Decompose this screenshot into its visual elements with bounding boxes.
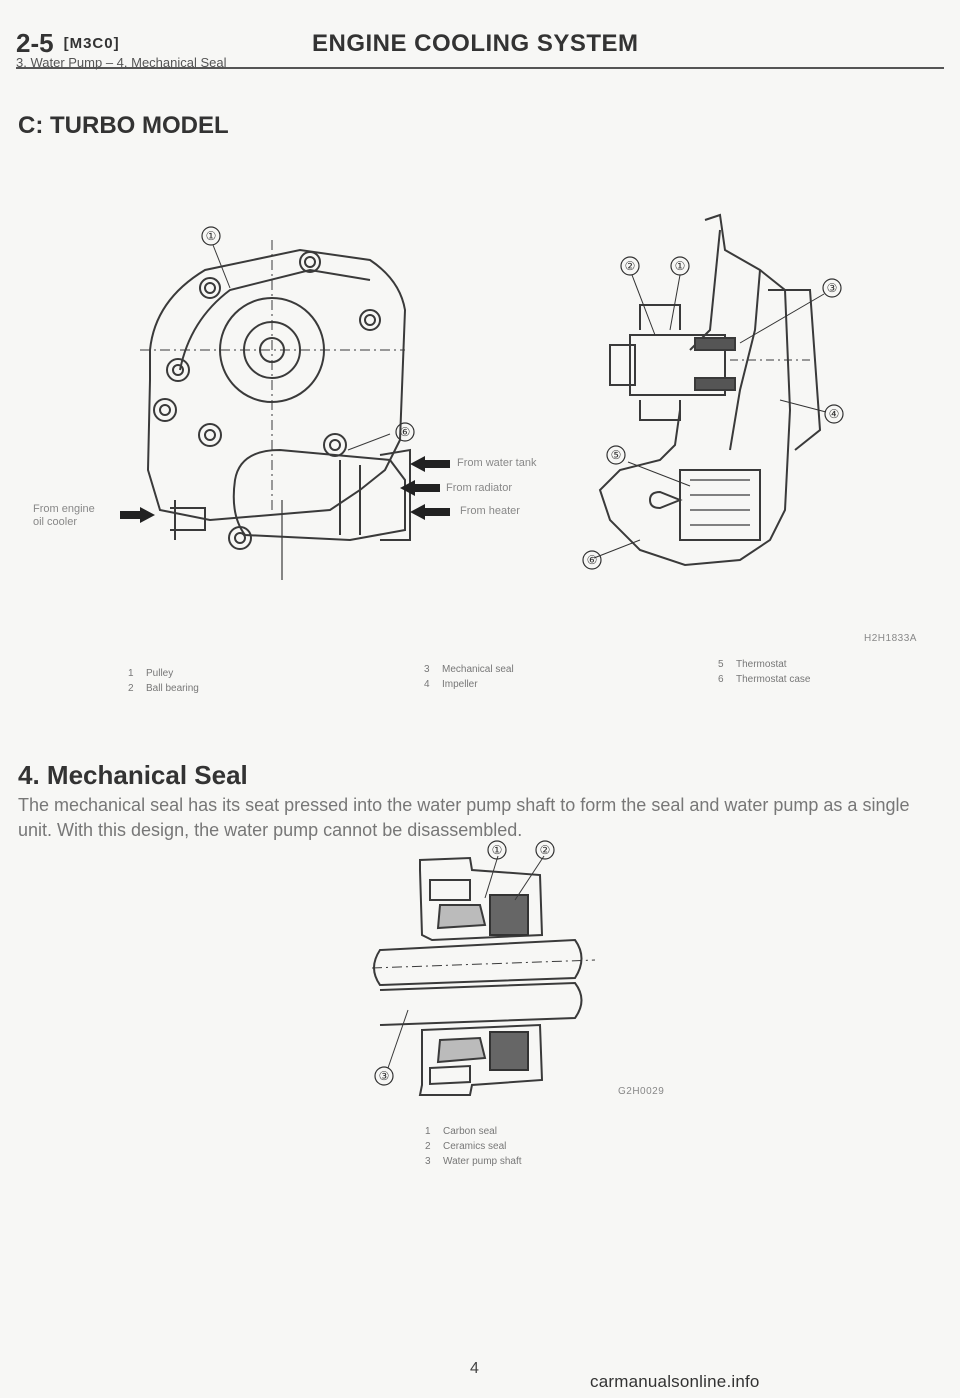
breadcrumb: 3. Water Pump – 4. Mechanical Seal — [16, 55, 227, 70]
section-code: 2-5 — [16, 28, 54, 58]
callout-right-6: ⑥ — [587, 553, 598, 567]
section-c-heading: C: TURBO MODEL — [18, 112, 229, 139]
legend-text: Water pump shaft — [443, 1156, 522, 1167]
label-from-water-tank: From water tank — [457, 457, 537, 469]
callout-right-2: ② — [625, 259, 636, 273]
legend-text: Ball bearing — [146, 683, 199, 694]
legend-col-2: 3 Mechanical seal 4 Impeller — [424, 662, 514, 692]
callout-left-6: ⑥ — [400, 425, 411, 439]
legend-text: Thermostat case — [736, 674, 811, 685]
label-from-engine-line1: From engine — [33, 503, 95, 515]
label-from-radiator: From radiator — [446, 482, 513, 494]
legend-num: 3 — [424, 664, 430, 675]
callout-seal-1: ① — [492, 843, 503, 857]
callout-right-1: ① — [675, 259, 686, 273]
callout-right-4: ④ — [829, 407, 840, 421]
legend-col-1: 1 Pulley 2 Ball bearing — [128, 666, 199, 696]
mechanical-seal-figure: ① ② ③ — [360, 840, 610, 1100]
legend-num: 3 — [425, 1156, 431, 1167]
legend-text: Ceramics seal — [443, 1141, 507, 1152]
legend-text: Pulley — [146, 668, 174, 679]
legend-num: 1 — [128, 668, 134, 679]
figure-code-seal: G2H0029 — [618, 1086, 665, 1097]
legend-text: Impeller — [442, 679, 478, 690]
callout-seal-3: ③ — [379, 1069, 390, 1083]
legend-text: Mechanical seal — [442, 664, 514, 675]
legend-text: Thermostat — [736, 659, 787, 670]
water-pump-front-figure: ① ⑥ — [30, 210, 570, 590]
section-4-paragraph: The mechanical seal has its seat pressed… — [18, 795, 910, 840]
section-number: 2-5 [M3C0] — [16, 28, 120, 59]
section-tag: [M3C0] — [63, 35, 120, 52]
legend-num: 1 — [425, 1126, 431, 1137]
legend-num: 5 — [718, 659, 724, 670]
legend-col-3: 5 Thermostat 6 Thermostat case — [718, 657, 810, 687]
callout-seal-2: ② — [540, 843, 551, 857]
legend-text: Carbon seal — [443, 1126, 497, 1137]
legend-seal: 1 Carbon seal 2 Ceramics seal 3 Water pump … — [425, 1124, 522, 1169]
page-title: ENGINE COOLING SYSTEM — [312, 30, 639, 57]
legend-num: 6 — [718, 674, 724, 685]
label-from-engine-line2: oil cooler — [33, 516, 78, 528]
legend-num: 2 — [128, 683, 134, 694]
section-4-heading: 4. Mechanical Seal — [18, 760, 248, 790]
legend-num: 2 — [425, 1141, 431, 1152]
label-from-engine-oil-cooler: From engine oil cooler — [33, 503, 95, 529]
callout-right-3: ③ — [827, 281, 838, 295]
water-pump-section-figure: ② ① ③ ④ ⑤ ⑥ — [580, 210, 860, 590]
callout-right-5: ⑤ — [611, 448, 622, 462]
watermark: carmanualsonline.info — [590, 1372, 760, 1391]
label-from-heater: From heater — [460, 505, 520, 517]
callout-left-1: ① — [206, 229, 217, 243]
figure-code-c: H2H1833A — [864, 633, 917, 644]
legend-num: 4 — [424, 679, 430, 690]
page-number: 4 — [470, 1360, 479, 1377]
header-rule — [16, 67, 944, 69]
